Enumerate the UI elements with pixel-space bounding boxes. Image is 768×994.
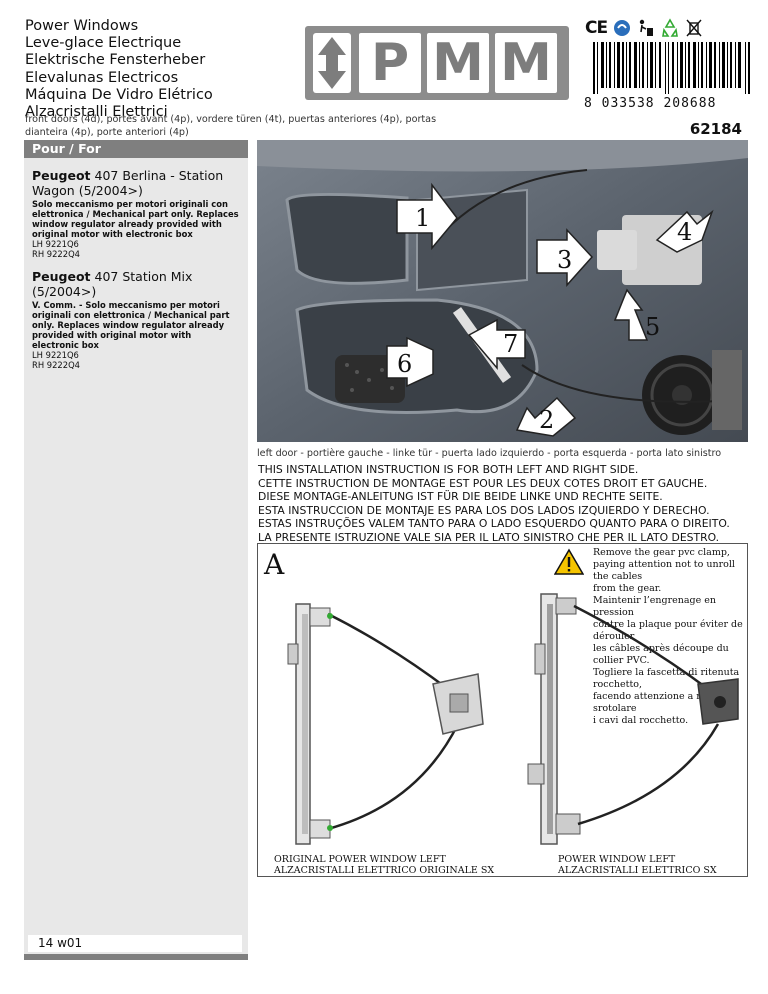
step-a-diagram: A Remove the gear pvc clamp, paying atte… [257, 543, 748, 877]
vehicle-model: 407 Berlina - Station Wagon (5/2004>) [32, 168, 224, 198]
warning-line: facendo attenzione a non fare srotolare [593, 691, 737, 714]
caption-line: ALZACRISTALLI ELETTRICO SX [558, 865, 717, 876]
note-es: ESTA INSTRUCCION DE MONTAJE ES PARA LOS … [258, 503, 710, 517]
vehicle-make: Peugeot [32, 168, 91, 183]
note-en: THIS INSTALLATION INSTRUCTION IS FOR BOT… [258, 463, 639, 476]
product-code: 62184 [689, 120, 742, 138]
warning-line: les câbles après découpe du collier PVC. [593, 643, 729, 666]
warning-line: paying attention not to unroll the cable… [593, 559, 735, 582]
warning-line: Togliere la fascetta di ritenuta rocchet… [593, 667, 740, 690]
up-down-arrows-icon [313, 33, 351, 93]
certification-marks: CE [585, 16, 703, 40]
vehicle-code-rh: RH 9222Q4 [32, 249, 81, 259]
vehicle-title: Peugeot 407 Station Mix (5/2004>) [32, 269, 240, 299]
barcode-digits: 8 033538 208688 [584, 96, 717, 111]
brand-logo: P M M [305, 26, 569, 100]
callout-1: 1 [415, 204, 430, 232]
title-fr: Leve-glace Electrique [25, 35, 182, 52]
ce-mark: CE [585, 18, 608, 38]
warning-text: Remove the gear pvc clamp, paying attent… [593, 547, 748, 727]
vehicle-description: Solo meccanismo per motori originali con… [32, 199, 239, 239]
logo-letter-p: P [359, 33, 421, 93]
callout-4: 4 [677, 218, 692, 246]
installation-note: THIS INSTALLATION INSTRUCTION IS FOR BOT… [258, 463, 730, 545]
note-fr: CETTE INSTRUCTION DE MONTAGE EST POUR LE… [258, 476, 708, 490]
step-letter: A [264, 548, 285, 581]
vehicle-title: Peugeot 407 Berlina - Station Wagon (5/2… [32, 168, 240, 198]
warning-line: Maintenir l’engrenage en pression [593, 595, 716, 618]
original-regulator-drawing [287, 603, 484, 845]
callout-2: 2 [539, 406, 554, 434]
warning-icon [554, 548, 584, 575]
note-de: DIESE MONTAGE-ANLEITUNG IST FÜR DIE BEID… [258, 490, 663, 504]
door-photo: 1 2 3 4 5 6 7 [257, 140, 748, 442]
callout-7: 7 [503, 330, 518, 358]
note-it: LA PRESENTE ISTRUZIONE VALE SIA PER IL L… [258, 530, 720, 544]
title-en: Power Windows [25, 18, 139, 34]
vehicle-code-lh: LH 9221Q6 [32, 239, 79, 249]
warning-line: contre la plaque pour éviter de dérouler [593, 619, 743, 642]
vehicle-sidebar: Pour / For Peugeot 407 Berlina - Station… [24, 140, 248, 960]
product-titles: Power Windows Leve-glace Electrique Elek… [25, 18, 213, 121]
page-code: 14 w01 [28, 935, 242, 952]
callout-6: 6 [397, 350, 412, 378]
window-regulator-drawings [287, 593, 739, 845]
barcode [593, 42, 750, 94]
vehicle-entry: Peugeot 407 Station Mix (5/2004>) V. Com… [24, 269, 248, 370]
title-it: Alzacristalli Elettrici [25, 104, 168, 121]
warning-line: Remove the gear pvc clamp, [593, 547, 730, 558]
logo-letter-m1: M [427, 33, 489, 93]
sidebar-footer-bar [24, 954, 248, 960]
caption-line: POWER WINDOW LEFT [558, 854, 676, 865]
logo-letter-m2: M [495, 33, 557, 93]
vehicle-code-lh: LH 9221Q6 [32, 350, 79, 360]
warning-line: from the gear. [593, 583, 662, 594]
callout-5: 5 [645, 313, 660, 341]
warning-line: i cavi dal rocchetto. [593, 715, 689, 726]
person-bin-icon [639, 19, 654, 36]
vehicle-make: Peugeot [32, 269, 91, 284]
title-es: Elevalunas Electricos [25, 69, 179, 86]
new-regulator-caption: POWER WINDOW LEFT ALZACRISTALLI ELETTRIC… [558, 854, 717, 876]
caption-line: ORIGINAL POWER WINDOW LEFT [274, 854, 446, 865]
fitment-line: front doors (4d), portes avant (4p), vor… [25, 114, 437, 138]
recycle-sign-icon [614, 20, 631, 36]
note-pt: ESTAS INSTRUÇÕES VALEM TANTO PARA O LADO… [258, 517, 730, 531]
crossed-bin-icon [686, 19, 702, 37]
vehicle-description: V. Comm. - Solo meccanismo per motori or… [32, 300, 230, 350]
photo-caption: left door - portière gauche - linke tür … [257, 448, 722, 459]
door-panel-illustration: 1 2 3 4 5 6 7 [257, 140, 748, 442]
vehicle-code-rh: RH 9222Q4 [32, 360, 81, 370]
new-regulator-drawing [527, 593, 739, 845]
title-de: Elektrische Fensterheber [25, 52, 206, 69]
sidebar-header: Pour / For [24, 140, 248, 158]
recycling-icon [662, 18, 679, 37]
callout-3: 3 [557, 246, 572, 274]
vehicle-entry: Peugeot 407 Berlina - Station Wagon (5/2… [24, 168, 248, 259]
vehicle-model: 407 Station Mix (5/2004>) [32, 269, 193, 299]
caption-line: ALZACRISTALLI ELETTRICO ORIGINALE SX [274, 865, 495, 876]
title-pt: Máquina De Vidro Elétrico [25, 86, 213, 103]
original-regulator-caption: ORIGINAL POWER WINDOW LEFT ALZACRISTALLI… [274, 854, 494, 876]
